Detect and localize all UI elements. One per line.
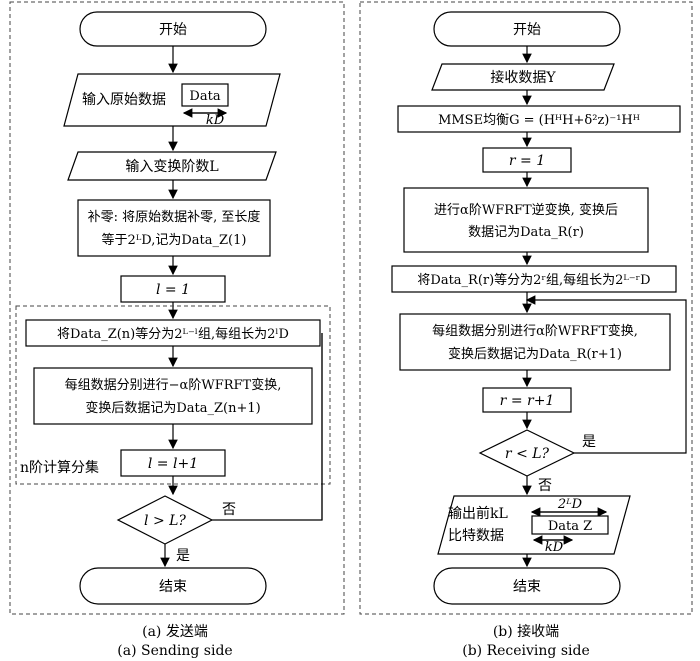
left-input-order-text: 输入变换阶数L bbox=[125, 158, 218, 175]
left-transform-process bbox=[33, 367, 313, 425]
right-flowchart: 开始 接收数据Y MMSE均衡G = (HᴴH+δ²z)⁻¹Hᴴ r = 1 进… bbox=[391, 11, 687, 605]
r-increment-text: r = r+1 bbox=[500, 393, 555, 409]
right-caption-cn: (b) 接收端 bbox=[493, 623, 559, 640]
right-transform-line2: 变换后数据记为Data_R(r+1) bbox=[448, 346, 622, 362]
left-input-data-text: 输入原始数据 bbox=[82, 92, 166, 108]
zero-pad-line2: 等于2ᴸD,记为Data_Z(1) bbox=[102, 232, 247, 248]
left-split-process bbox=[25, 319, 321, 347]
right-start-text: 开始 bbox=[513, 22, 541, 38]
out-2ld-label: 2ᴸD bbox=[557, 497, 583, 512]
left-split-text: 将Data_Z(n)等分为2ᴸ⁻ˡ组,每组长为2ˡD bbox=[57, 326, 289, 342]
right-split-text: 将Data_R(r)等分为2ʳ组,每组长为2ᴸ⁻ʳD bbox=[417, 272, 650, 288]
l-increment-text: l = l+1 bbox=[148, 456, 198, 472]
right-end-text: 结束 bbox=[513, 579, 541, 595]
right-receive-text: 接收数据Y bbox=[490, 69, 556, 86]
left-transform-line2: 变换后数据记为Data_Z(n+1) bbox=[85, 400, 260, 416]
mmse-text: MMSE均衡G = (HᴴH+δ²z)⁻¹Hᴴ bbox=[438, 113, 640, 128]
right-transform-line1: 每组数据分别进行α阶WFRFT变换, bbox=[432, 323, 638, 339]
left-panel-frame bbox=[9, 1, 345, 615]
right-panel-frame bbox=[359, 1, 693, 615]
left-end-text: 结束 bbox=[159, 579, 187, 595]
right-no-label: 否 bbox=[538, 478, 552, 494]
inverse-transform-process bbox=[403, 187, 649, 253]
left-flowchart: 开始 输入原始数据 Data kD 输入变换阶数L 补零: 将原始数据补零, 至… bbox=[15, 11, 331, 605]
right-decision-text: r < L? bbox=[505, 446, 550, 462]
left-end-terminal bbox=[79, 567, 267, 605]
left-decision-text: l > L? bbox=[144, 513, 186, 529]
mmse-process bbox=[397, 105, 681, 133]
left-start-text: 开始 bbox=[159, 22, 187, 38]
left-caption-cn: (a) 发送端 bbox=[142, 624, 208, 640]
inverse-line2: 数据记为Data_R(r) bbox=[468, 225, 584, 240]
data-block-label: Data bbox=[189, 89, 220, 104]
data-z-block bbox=[531, 515, 609, 535]
output-line1: 输出前kL bbox=[448, 505, 508, 522]
left-yes-label: 是 bbox=[176, 548, 190, 564]
right-caption-en: (b) Receiving side bbox=[462, 643, 590, 659]
right-yes-label: 是 bbox=[582, 434, 596, 450]
l-init-text: l = 1 bbox=[156, 282, 190, 298]
right-end-terminal bbox=[433, 567, 621, 605]
kd-label: kD bbox=[206, 113, 225, 128]
left-input-order-node bbox=[67, 151, 277, 181]
zero-pad-line1: 补零: 将原始数据补零, 至长度 bbox=[88, 209, 261, 225]
right-receive-node bbox=[431, 63, 615, 91]
subset-region bbox=[15, 305, 331, 485]
output-line2: 比特数据 bbox=[448, 528, 504, 544]
subset-label: n阶计算分集 bbox=[20, 459, 99, 476]
r-init-text: r = 1 bbox=[509, 153, 545, 169]
left-transform-line1: 每组数据分别进行−α阶WFRFT变换, bbox=[65, 377, 282, 393]
r-init-process bbox=[482, 147, 572, 173]
left-no-label: 否 bbox=[222, 502, 236, 518]
inverse-line1: 进行α阶WFRFT逆变换, 变换后 bbox=[434, 202, 618, 218]
out-kd-label: kD bbox=[545, 540, 564, 555]
out-data-z-label: Data Z bbox=[548, 519, 592, 534]
right-transform-process bbox=[399, 313, 671, 371]
left-caption-en: (a) Sending side bbox=[117, 643, 232, 659]
l-init-process bbox=[120, 275, 226, 303]
right-split-process bbox=[391, 265, 677, 293]
zero-pad-process bbox=[77, 199, 271, 257]
data-block bbox=[181, 83, 229, 107]
